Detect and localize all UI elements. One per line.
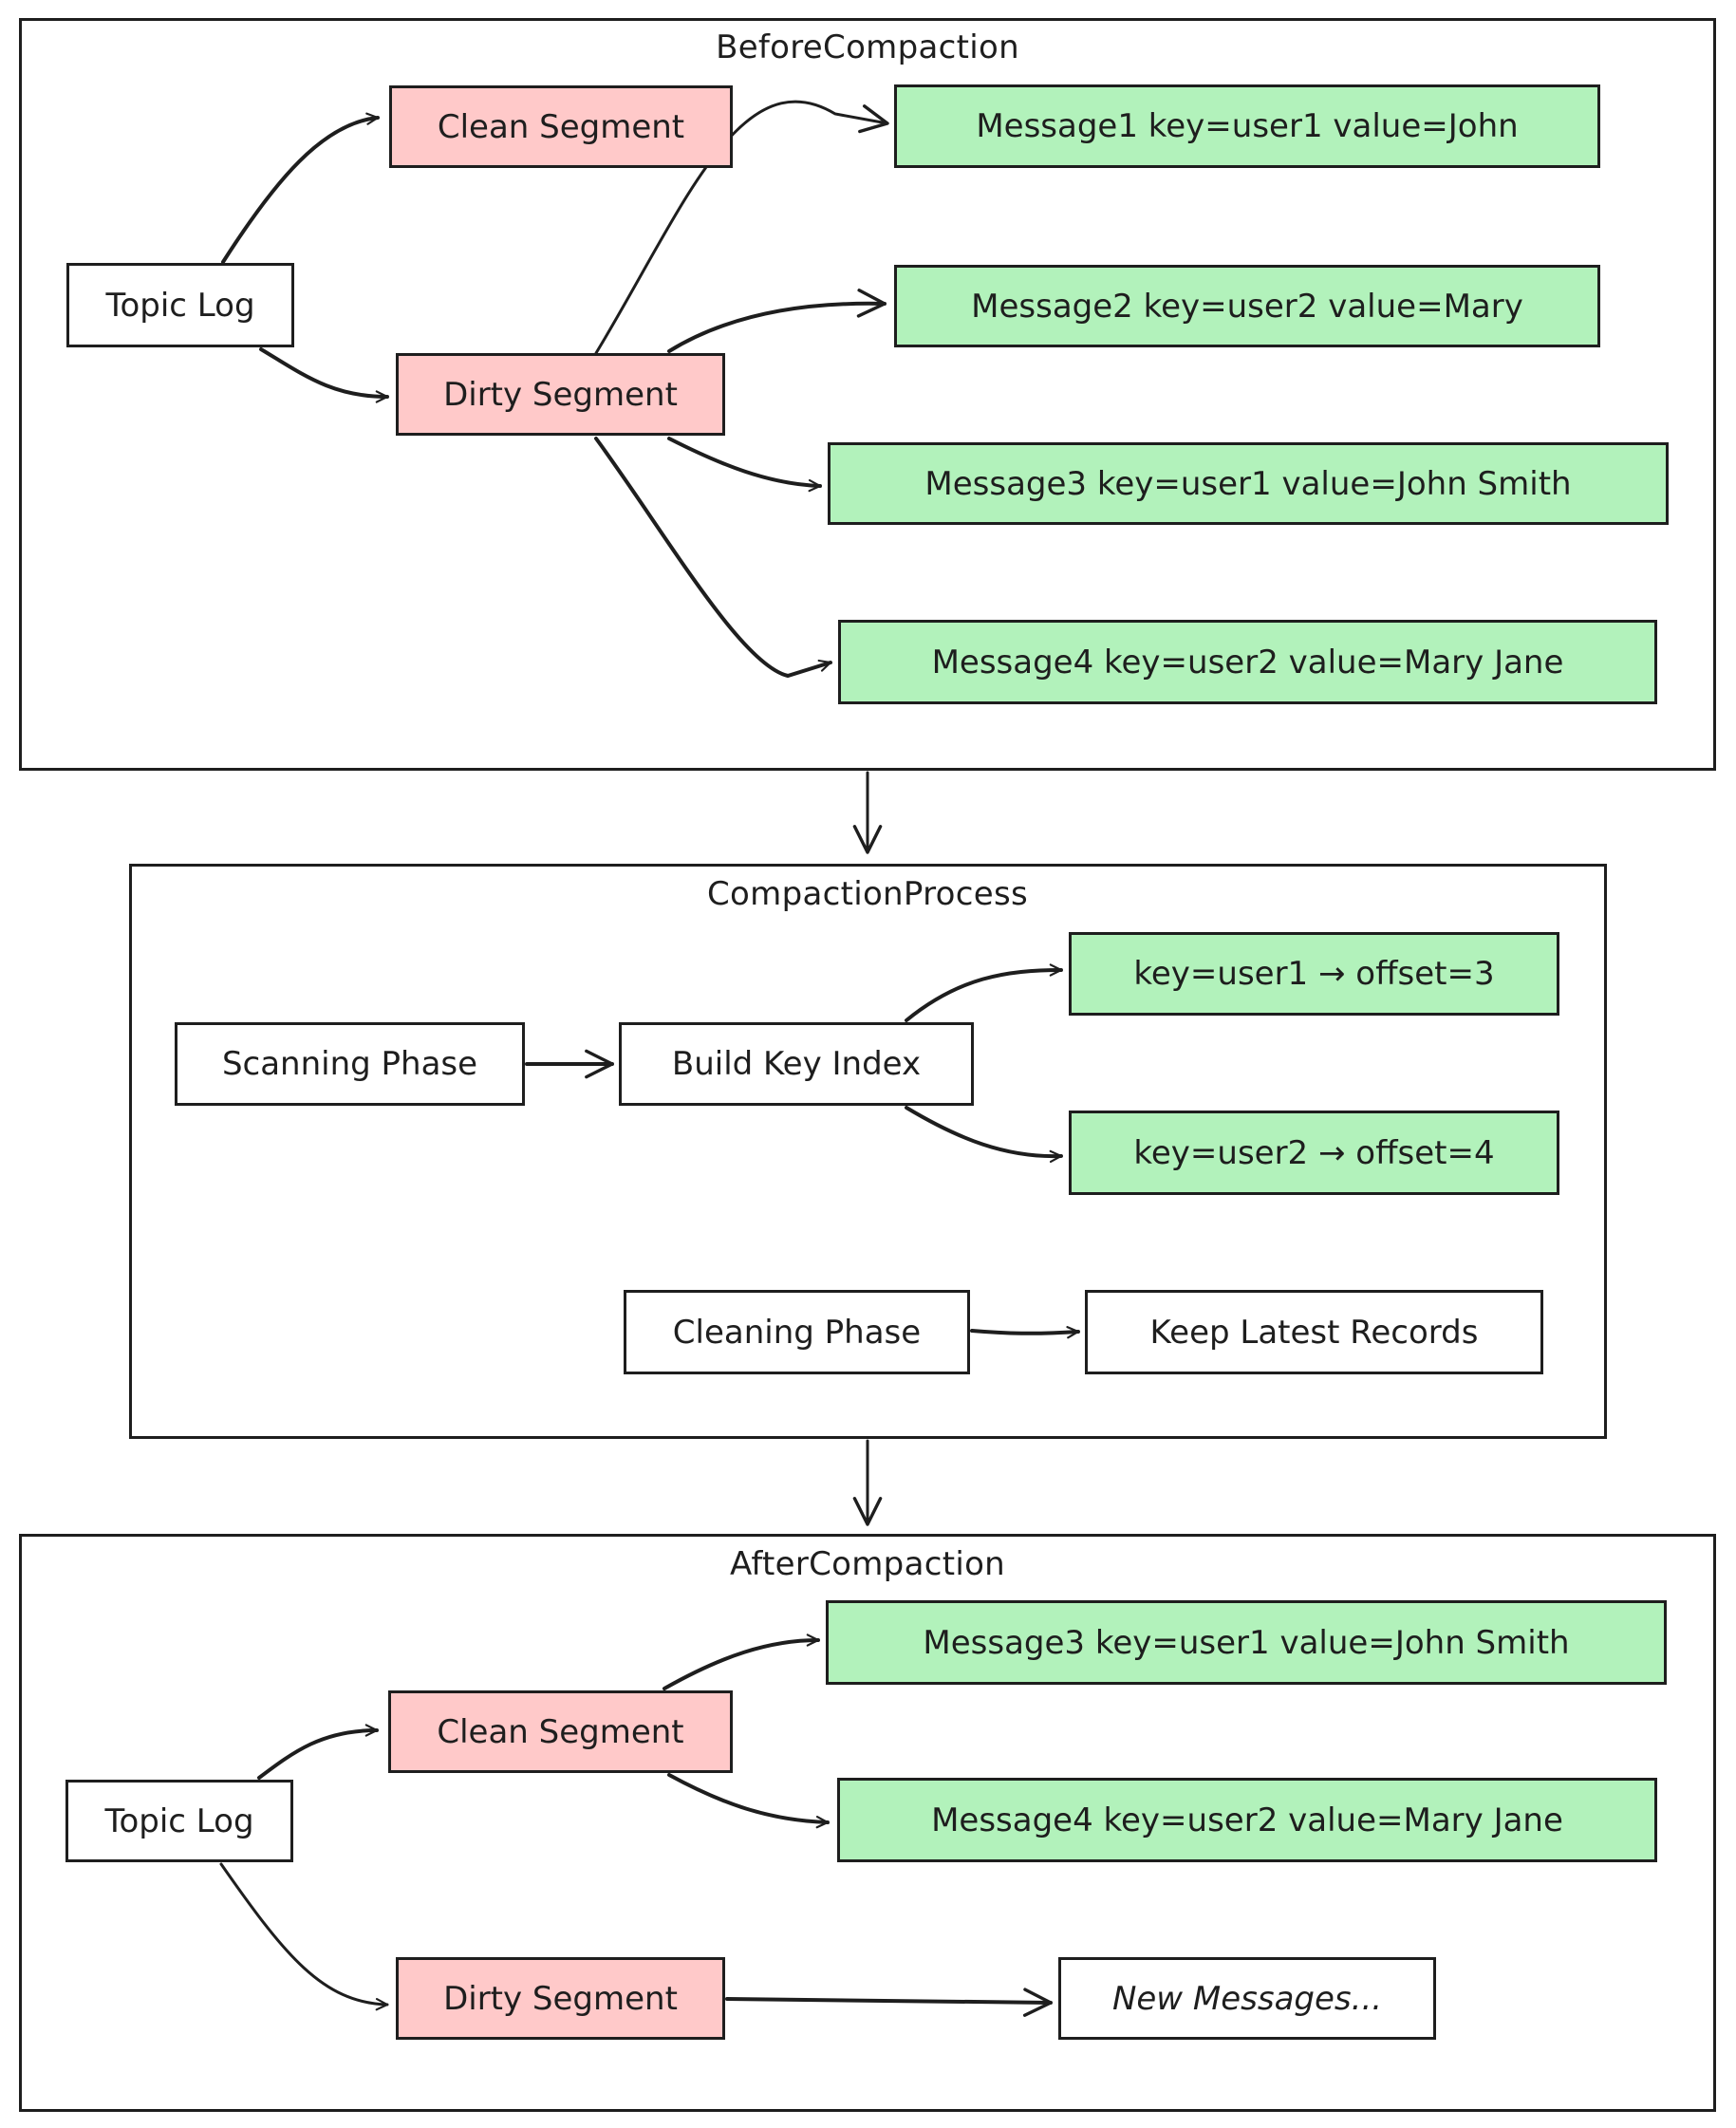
arrow-buildindex-to-key1: [905, 963, 1063, 1022]
arrow-clean-to-msg3: [663, 1633, 820, 1690]
scanning-phase-node[interactable]: Scanning Phase: [175, 1022, 525, 1106]
message2-node[interactable]: Message2 key=user2 value=Mary: [894, 265, 1600, 347]
after-message4-node[interactable]: Message4 key=user2 value=Mary Jane: [837, 1778, 1657, 1862]
build-key-index-node[interactable]: Build Key Index: [619, 1022, 974, 1106]
key-user1-offset-label: key=user1 → offset=3: [1133, 955, 1495, 993]
dirty-segment-label: Dirty Segment: [443, 375, 678, 414]
arrow-cleaning-to-keeplatest: [970, 1326, 1080, 1339]
key-user1-offset-node[interactable]: key=user1 → offset=3: [1069, 932, 1559, 1016]
after-dirty-segment-label: Dirty Segment: [443, 1979, 678, 2018]
after-message3-label: Message3 key=user1 value=John Smith: [923, 1623, 1570, 1662]
scanning-phase-label: Scanning Phase: [221, 1045, 478, 1083]
after-compaction-title: AfterCompaction: [729, 1545, 1006, 1583]
after-clean-segment-node[interactable]: Clean Segment: [388, 1690, 733, 1773]
arrow-clean-to-msg4: [667, 1773, 830, 1829]
compaction-process-frame: [129, 864, 1607, 1439]
message4-label: Message4 key=user2 value=Mary Jane: [931, 643, 1564, 681]
arrow-dirty-to-msg3: [667, 437, 822, 493]
clean-segment-node[interactable]: Clean Segment: [389, 85, 733, 168]
after-clean-segment-label: Clean Segment: [437, 1712, 684, 1751]
arrow-topiclog-to-clean: [221, 112, 380, 264]
cleaning-phase-label: Cleaning Phase: [672, 1313, 922, 1352]
dirty-segment-node[interactable]: Dirty Segment: [396, 353, 725, 436]
message3-node[interactable]: Message3 key=user1 value=John Smith: [828, 442, 1669, 525]
after-topic-log-label: Topic Log: [104, 1801, 254, 1840]
message1-label: Message1 key=user1 value=John: [976, 107, 1519, 145]
message4-node[interactable]: Message4 key=user2 value=Mary Jane: [838, 620, 1657, 704]
after-message3-node[interactable]: Message3 key=user1 value=John Smith: [826, 1600, 1667, 1685]
arrow-after-topiclog-to-clean: [257, 1724, 379, 1780]
key-user2-offset-label: key=user2 → offset=4: [1133, 1133, 1495, 1172]
message3-label: Message3 key=user1 value=John Smith: [924, 464, 1572, 503]
message1-node[interactable]: Message1 key=user1 value=John: [894, 84, 1600, 168]
new-messages-node[interactable]: New Messages...: [1058, 1957, 1436, 2040]
arrow-dirty-to-newmessages: [725, 1988, 1053, 2017]
before-compaction-title: BeforeCompaction: [716, 28, 1019, 66]
clean-segment-label: Clean Segment: [437, 107, 685, 146]
after-topic-log-node[interactable]: Topic Log: [65, 1780, 293, 1862]
topic-log-label: Topic Log: [105, 286, 255, 325]
compaction-process-title: CompactionProcess: [707, 875, 1028, 913]
keep-latest-records-node[interactable]: Keep Latest Records: [1085, 1290, 1543, 1374]
after-dirty-segment-node[interactable]: Dirty Segment: [396, 1957, 725, 2040]
arrow-after-topiclog-to-dirty: [219, 1862, 389, 2011]
keep-latest-records-label: Keep Latest Records: [1149, 1313, 1479, 1352]
key-user2-offset-node[interactable]: key=user2 → offset=4: [1069, 1111, 1559, 1195]
message2-label: Message2 key=user2 value=Mary: [971, 287, 1523, 326]
arrow-dirty-to-msg2: [667, 289, 887, 353]
cleaning-phase-node[interactable]: Cleaning Phase: [624, 1290, 970, 1374]
arrow-dirty-to-msg4: [594, 437, 832, 679]
after-compaction-frame: [19, 1534, 1716, 2112]
arrow-buildindex-to-key2: [905, 1106, 1063, 1164]
arrow-topiclog-to-dirty: [259, 347, 389, 403]
new-messages-label: New Messages...: [1111, 1979, 1383, 2018]
build-key-index-label: Build Key Index: [671, 1045, 922, 1083]
topic-log-node[interactable]: Topic Log: [66, 263, 294, 347]
before-compaction-frame: [19, 18, 1716, 771]
after-message4-label: Message4 key=user2 value=Mary Jane: [931, 1801, 1563, 1839]
